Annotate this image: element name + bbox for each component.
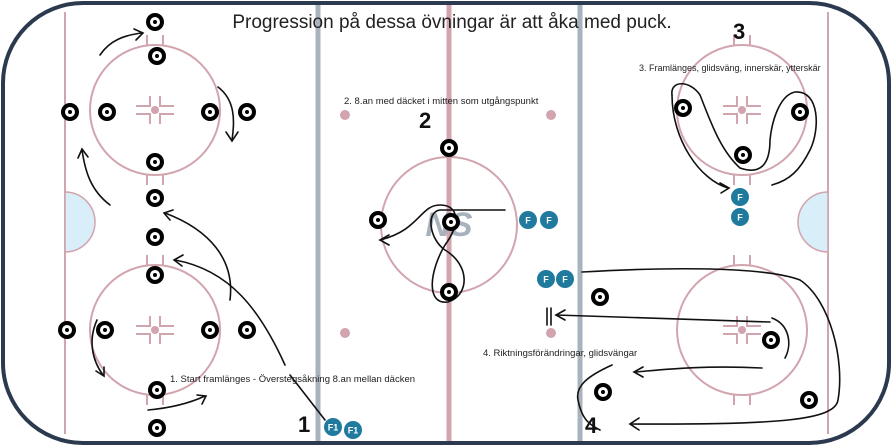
player-marker: F — [556, 270, 574, 288]
tire-icon — [148, 419, 166, 437]
player-label: F — [737, 213, 743, 223]
tire-icon — [440, 283, 458, 301]
drill-4-number: 4 — [585, 413, 598, 438]
player-marker: F — [731, 188, 749, 206]
tire-icon — [148, 47, 166, 65]
player-label: F — [562, 275, 568, 285]
tire-icon — [734, 146, 752, 164]
diagram-title: Progression på dessa övningar är att åka… — [232, 12, 671, 33]
tire-icon — [791, 103, 809, 121]
tire-icon — [238, 103, 256, 121]
player-marker: F1 — [324, 418, 342, 436]
drill-2-description: 2. 8.an med däcket i mitten som utgångsp… — [344, 96, 539, 107]
tire-icon — [146, 228, 164, 246]
player-label: F1 — [348, 426, 359, 436]
player-label: F — [737, 193, 743, 203]
drill-1-number: 1 — [298, 412, 310, 437]
tire-icon — [800, 391, 818, 409]
tire-icon — [201, 103, 219, 121]
tire-icon — [238, 321, 256, 339]
faceoff-circle — [676, 255, 808, 405]
player-label: F — [525, 216, 531, 226]
player-label: F — [546, 216, 552, 226]
tire-icon — [591, 288, 609, 306]
drill-1-description: 1. Start framlänges - Överstegsåkning 8.… — [170, 374, 415, 385]
tire-icon — [58, 321, 76, 339]
tire-icon — [146, 266, 164, 284]
neutral-zone-dots — [340, 110, 556, 338]
tire-icon — [442, 213, 460, 231]
tire-icon — [762, 331, 780, 349]
skating-paths — [77, 28, 841, 431]
faceoff-circle — [89, 35, 221, 185]
tire-icon — [674, 99, 692, 117]
player-marker: F — [537, 270, 555, 288]
tire-icon — [146, 189, 164, 207]
tire-icon — [201, 321, 219, 339]
tire-icon — [98, 103, 116, 121]
drill-4-description: 4. Riktningsförändringar, glidsvängar — [483, 348, 637, 359]
player-marker: F1 — [344, 421, 362, 439]
player-marker: F — [540, 211, 558, 229]
player-label: F1 — [328, 423, 339, 433]
tire-icon — [61, 103, 79, 121]
tire-icon — [369, 211, 387, 229]
player-marker: F — [519, 211, 537, 229]
tire-icon — [594, 383, 612, 401]
drill-3-description: 3. Framlänges, glidsväng, innerskär, ytt… — [639, 63, 821, 73]
tire-icon — [96, 321, 114, 339]
tire-icon — [146, 13, 164, 31]
tire-icon — [146, 153, 164, 171]
player-label: F — [543, 275, 549, 285]
drill-3-number: 3 — [733, 19, 745, 44]
goal-crease-left — [64, 191, 96, 253]
tire-icon — [440, 139, 458, 157]
drill-2-number: 2 — [419, 108, 431, 133]
player-marker: F — [731, 208, 749, 226]
tire-icon — [148, 381, 166, 399]
goal-crease-right — [797, 191, 829, 253]
